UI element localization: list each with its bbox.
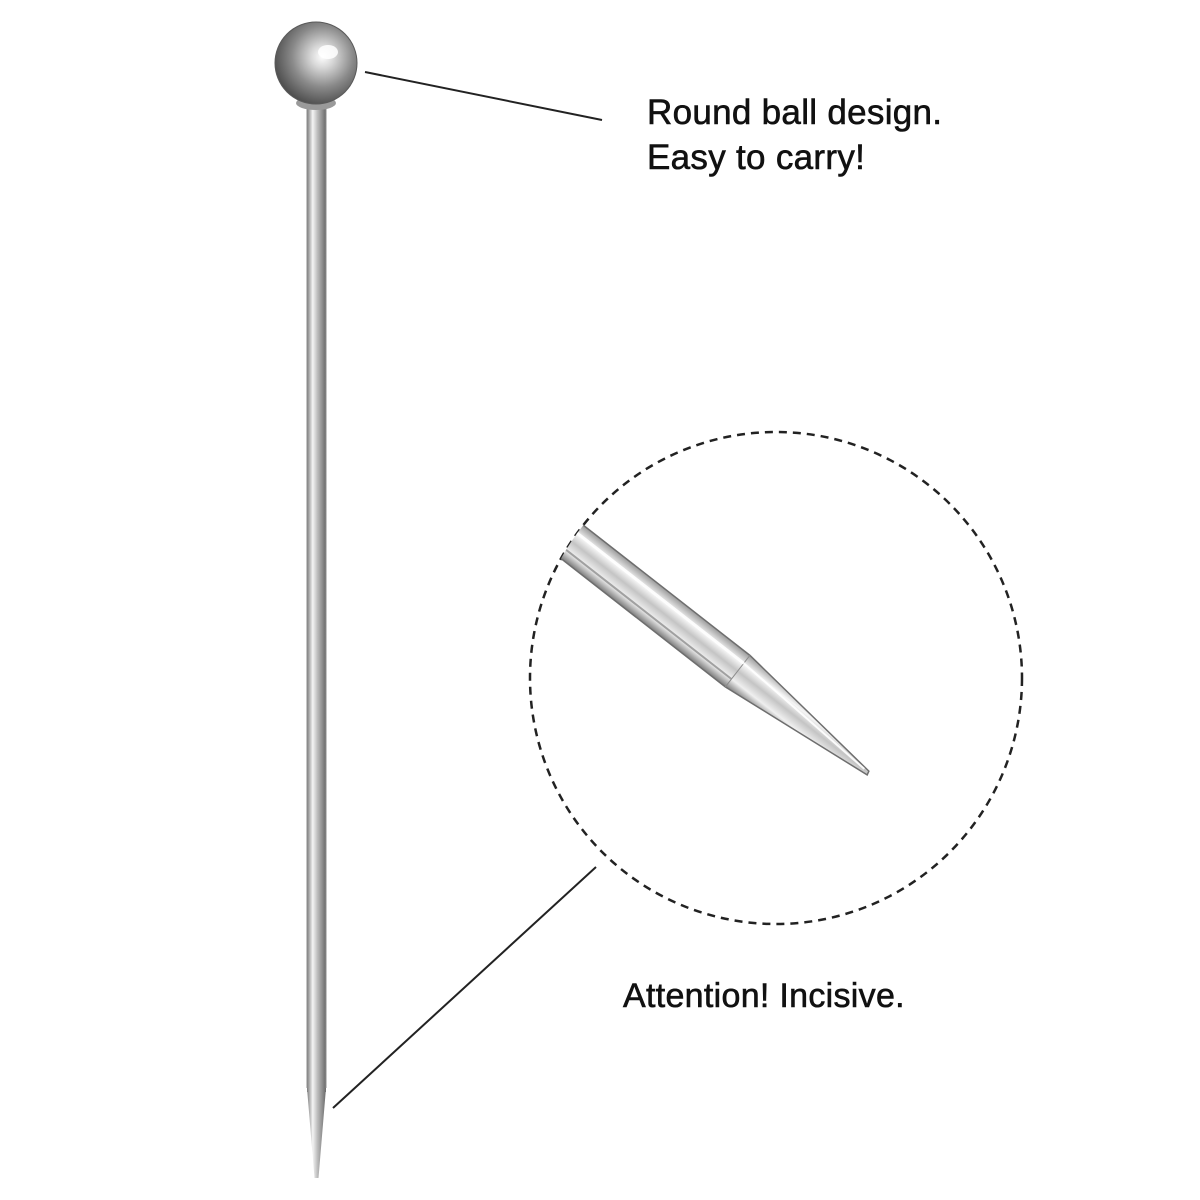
ball-head-icon xyxy=(274,21,358,110)
ball-caption-line-2: Easy to carry! xyxy=(647,138,866,178)
pick-shaft xyxy=(306,92,327,1178)
leader-line-tip xyxy=(332,866,597,1109)
leader-line-ball xyxy=(364,71,603,121)
ball-design-caption: Round ball design. Easy to carry! xyxy=(647,90,943,180)
zoom-circle xyxy=(528,430,1024,926)
ball-caption-line-1: Round ball design. xyxy=(647,93,943,133)
tip-warning-caption: Attention! Incisive. xyxy=(623,977,905,1016)
